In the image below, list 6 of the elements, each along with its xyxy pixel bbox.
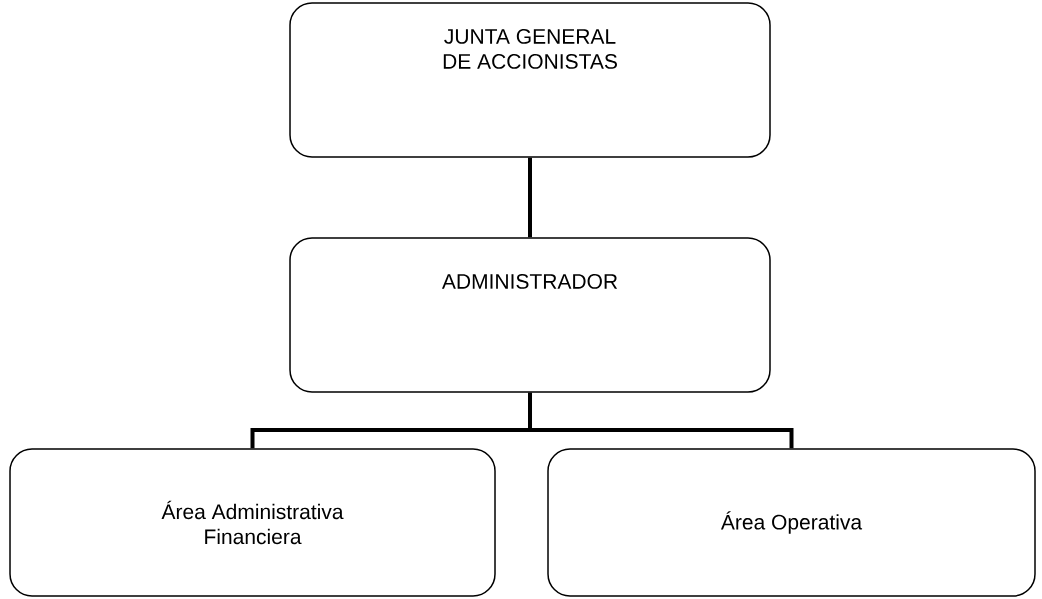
org-box: ADMINISTRADOR: [289, 237, 771, 393]
connector-line: [528, 392, 794, 449]
connector-line: [528, 157, 532, 238]
org-box: Área Operativa: [547, 448, 1036, 597]
org-box: JUNTA GENERAL DE ACCIONISTAS: [289, 2, 771, 158]
org-box: Área Administrativa Financiera: [9, 448, 496, 597]
